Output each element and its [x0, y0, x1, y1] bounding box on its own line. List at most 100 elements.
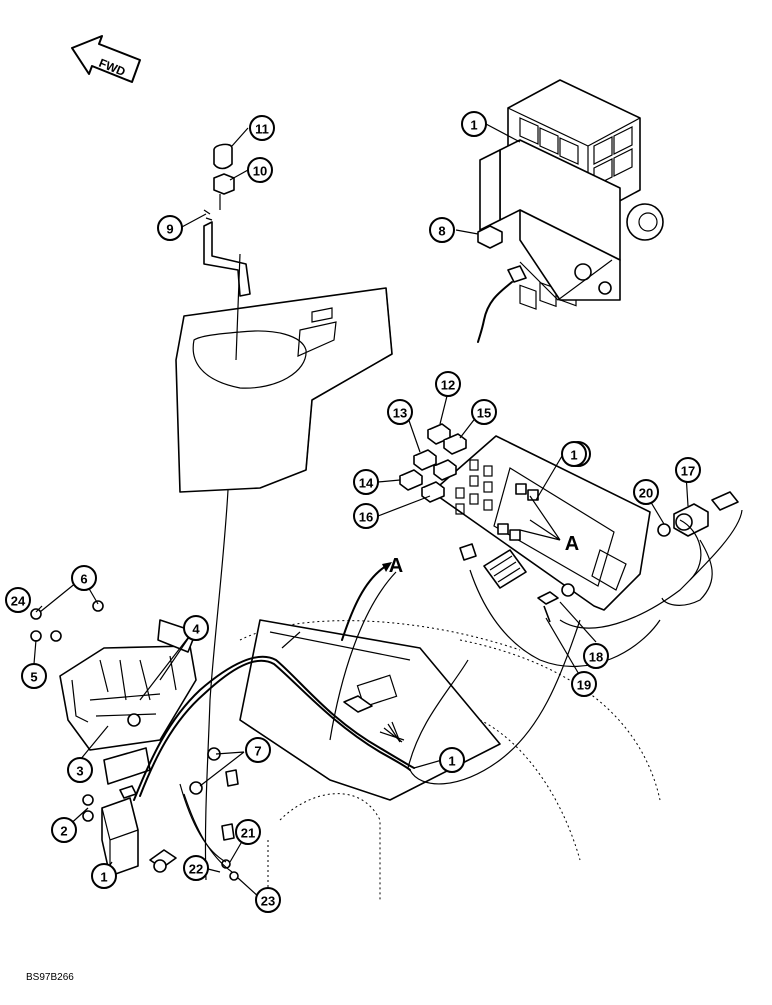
leader-lines: [33, 123, 689, 899]
callout-23: 23: [255, 887, 281, 913]
callout-circle: [71, 565, 97, 591]
callout-circle: [255, 887, 281, 913]
callout-number: 4: [192, 622, 200, 637]
section-marker-panel: A: [565, 533, 579, 555]
callout-number: 11: [255, 122, 269, 137]
callout-circle: [51, 817, 77, 843]
callout-1: 1: [439, 747, 465, 773]
callout-5: 5: [21, 663, 47, 689]
callout-number: 16: [359, 510, 373, 525]
callout-circle: [91, 863, 117, 889]
callout-circle: [583, 643, 609, 669]
callout-number: 17: [681, 464, 695, 479]
callout-number: 5: [30, 670, 37, 685]
callout-number: 12: [441, 378, 455, 393]
callout-number: 1: [448, 754, 455, 769]
callout-circle: [471, 399, 497, 425]
callout-circle: [235, 819, 261, 845]
callout-number: 20: [639, 486, 653, 501]
callout-circle: [183, 615, 209, 641]
callout-circle: [429, 217, 455, 243]
callout-circle: [387, 399, 413, 425]
callout-circle: [353, 503, 379, 529]
callout-11: 11: [249, 115, 275, 141]
callout-24: 24: [5, 587, 31, 613]
callout-number: 1: [470, 118, 477, 133]
callout-21: 21: [235, 819, 261, 845]
callout-number: 24: [11, 594, 26, 609]
callout-number: 7: [254, 744, 261, 759]
wire-harness: [133, 253, 743, 881]
callout-number: 3: [76, 764, 83, 779]
console-housing: [175, 287, 393, 493]
callout-number: 21: [241, 826, 255, 841]
callout-22: 22: [183, 855, 209, 881]
callout-circle: [5, 587, 31, 613]
callout-number: 6: [80, 572, 87, 587]
forward-arrow-icon: FWD: [71, 35, 141, 83]
callout-circle: [157, 215, 183, 241]
ignition-switch: [657, 491, 739, 537]
callout-number: 14: [359, 476, 374, 491]
callout-circle: [247, 157, 273, 183]
callout-8: 8: [429, 217, 455, 243]
callout-number: 23: [261, 894, 275, 909]
callout-circle: [675, 457, 701, 483]
relay: [101, 785, 139, 877]
callout-1: 1: [91, 863, 117, 889]
callout-number: 18: [589, 650, 603, 665]
callout-number: 9: [166, 222, 173, 237]
instrument-panel: [431, 435, 651, 611]
forward-label: FWD: [97, 56, 128, 79]
callout-1: 1: [461, 111, 487, 137]
callout-13: 13: [387, 399, 413, 425]
callout-circle: [183, 855, 209, 881]
relay-box: [479, 79, 664, 310]
lever-assembly: [203, 143, 251, 297]
callout-number: 10: [253, 164, 267, 179]
callout-number: 8: [438, 224, 445, 239]
callout-15: 15: [471, 399, 497, 425]
callout-circle: [633, 479, 659, 505]
dash-panel: [239, 619, 501, 801]
callout-circle: [439, 747, 465, 773]
callout-number: 2: [60, 824, 67, 839]
callout-circle: [249, 115, 275, 141]
callout-number: 13: [393, 406, 407, 421]
callout-circle: [561, 441, 587, 467]
switch-cluster: [399, 423, 467, 503]
nut: [477, 225, 503, 249]
callout-18: 18: [583, 643, 609, 669]
callout-10: 10: [247, 157, 273, 183]
callout-number: 15: [477, 406, 491, 421]
section-marker-top: A: [389, 555, 403, 577]
plug-connector: [149, 849, 177, 873]
callout-group: 1111123456789101112131415161718192021222…: [5, 111, 701, 913]
section-marker-group: A A: [341, 495, 579, 641]
callout-14: 14: [353, 469, 379, 495]
callout-6: 6: [71, 565, 97, 591]
callout-circle: [21, 663, 47, 689]
key: [537, 591, 559, 623]
callout-4: 4: [183, 615, 209, 641]
callout-20: 20: [633, 479, 659, 505]
callout-3: 3: [67, 757, 93, 783]
figure-code: BS97B266: [26, 972, 74, 983]
callout-number: 1: [570, 448, 577, 463]
callout-7: 7: [245, 737, 271, 763]
callout-number: 19: [577, 678, 591, 693]
callout-circle: [245, 737, 271, 763]
callout-19: 19: [571, 671, 597, 697]
callout-circle: [571, 671, 597, 697]
callout-circle: [461, 111, 487, 137]
callout-17: 17: [675, 457, 701, 483]
callout-circle: [67, 757, 93, 783]
callout-circle: [353, 469, 379, 495]
callout-12: 12: [435, 371, 461, 397]
callout-number: 1: [100, 870, 107, 885]
callout-16: 16: [353, 503, 379, 529]
callout-number: 22: [189, 862, 203, 877]
callout-1: 1: [561, 441, 587, 467]
